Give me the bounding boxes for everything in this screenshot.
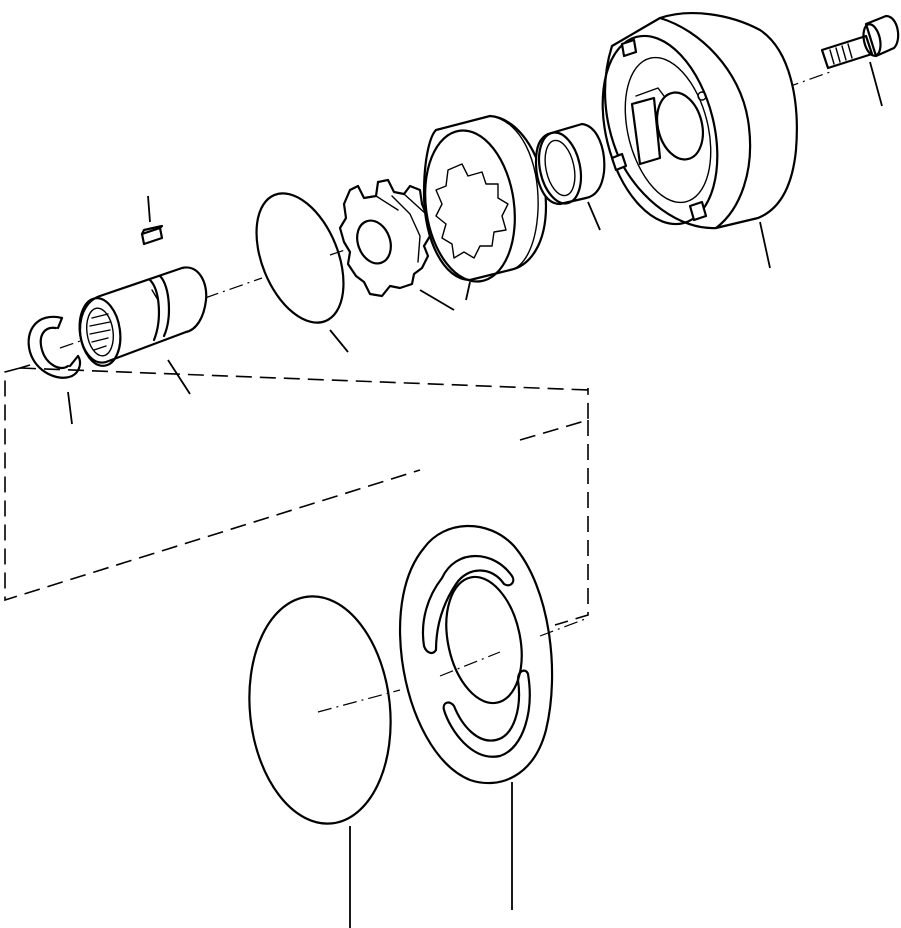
plate-icon [399, 524, 554, 910]
snap-ring-icon [27, 315, 82, 425]
gear-icon [338, 178, 455, 311]
plate-group-outline [4, 367, 589, 626]
plate-axis [317, 617, 589, 713]
housing-icon [601, 12, 798, 269]
bolt-icon [820, 14, 900, 107]
o-ring-large-icon [248, 595, 392, 928]
splined-sleeve-icon [78, 266, 208, 395]
ring-gear-icon [422, 114, 548, 301]
o-ring-small-icon [255, 192, 349, 353]
key-icon [140, 195, 164, 246]
plate-group-outline-top [19, 364, 31, 369]
bushing-icon [534, 122, 606, 231]
